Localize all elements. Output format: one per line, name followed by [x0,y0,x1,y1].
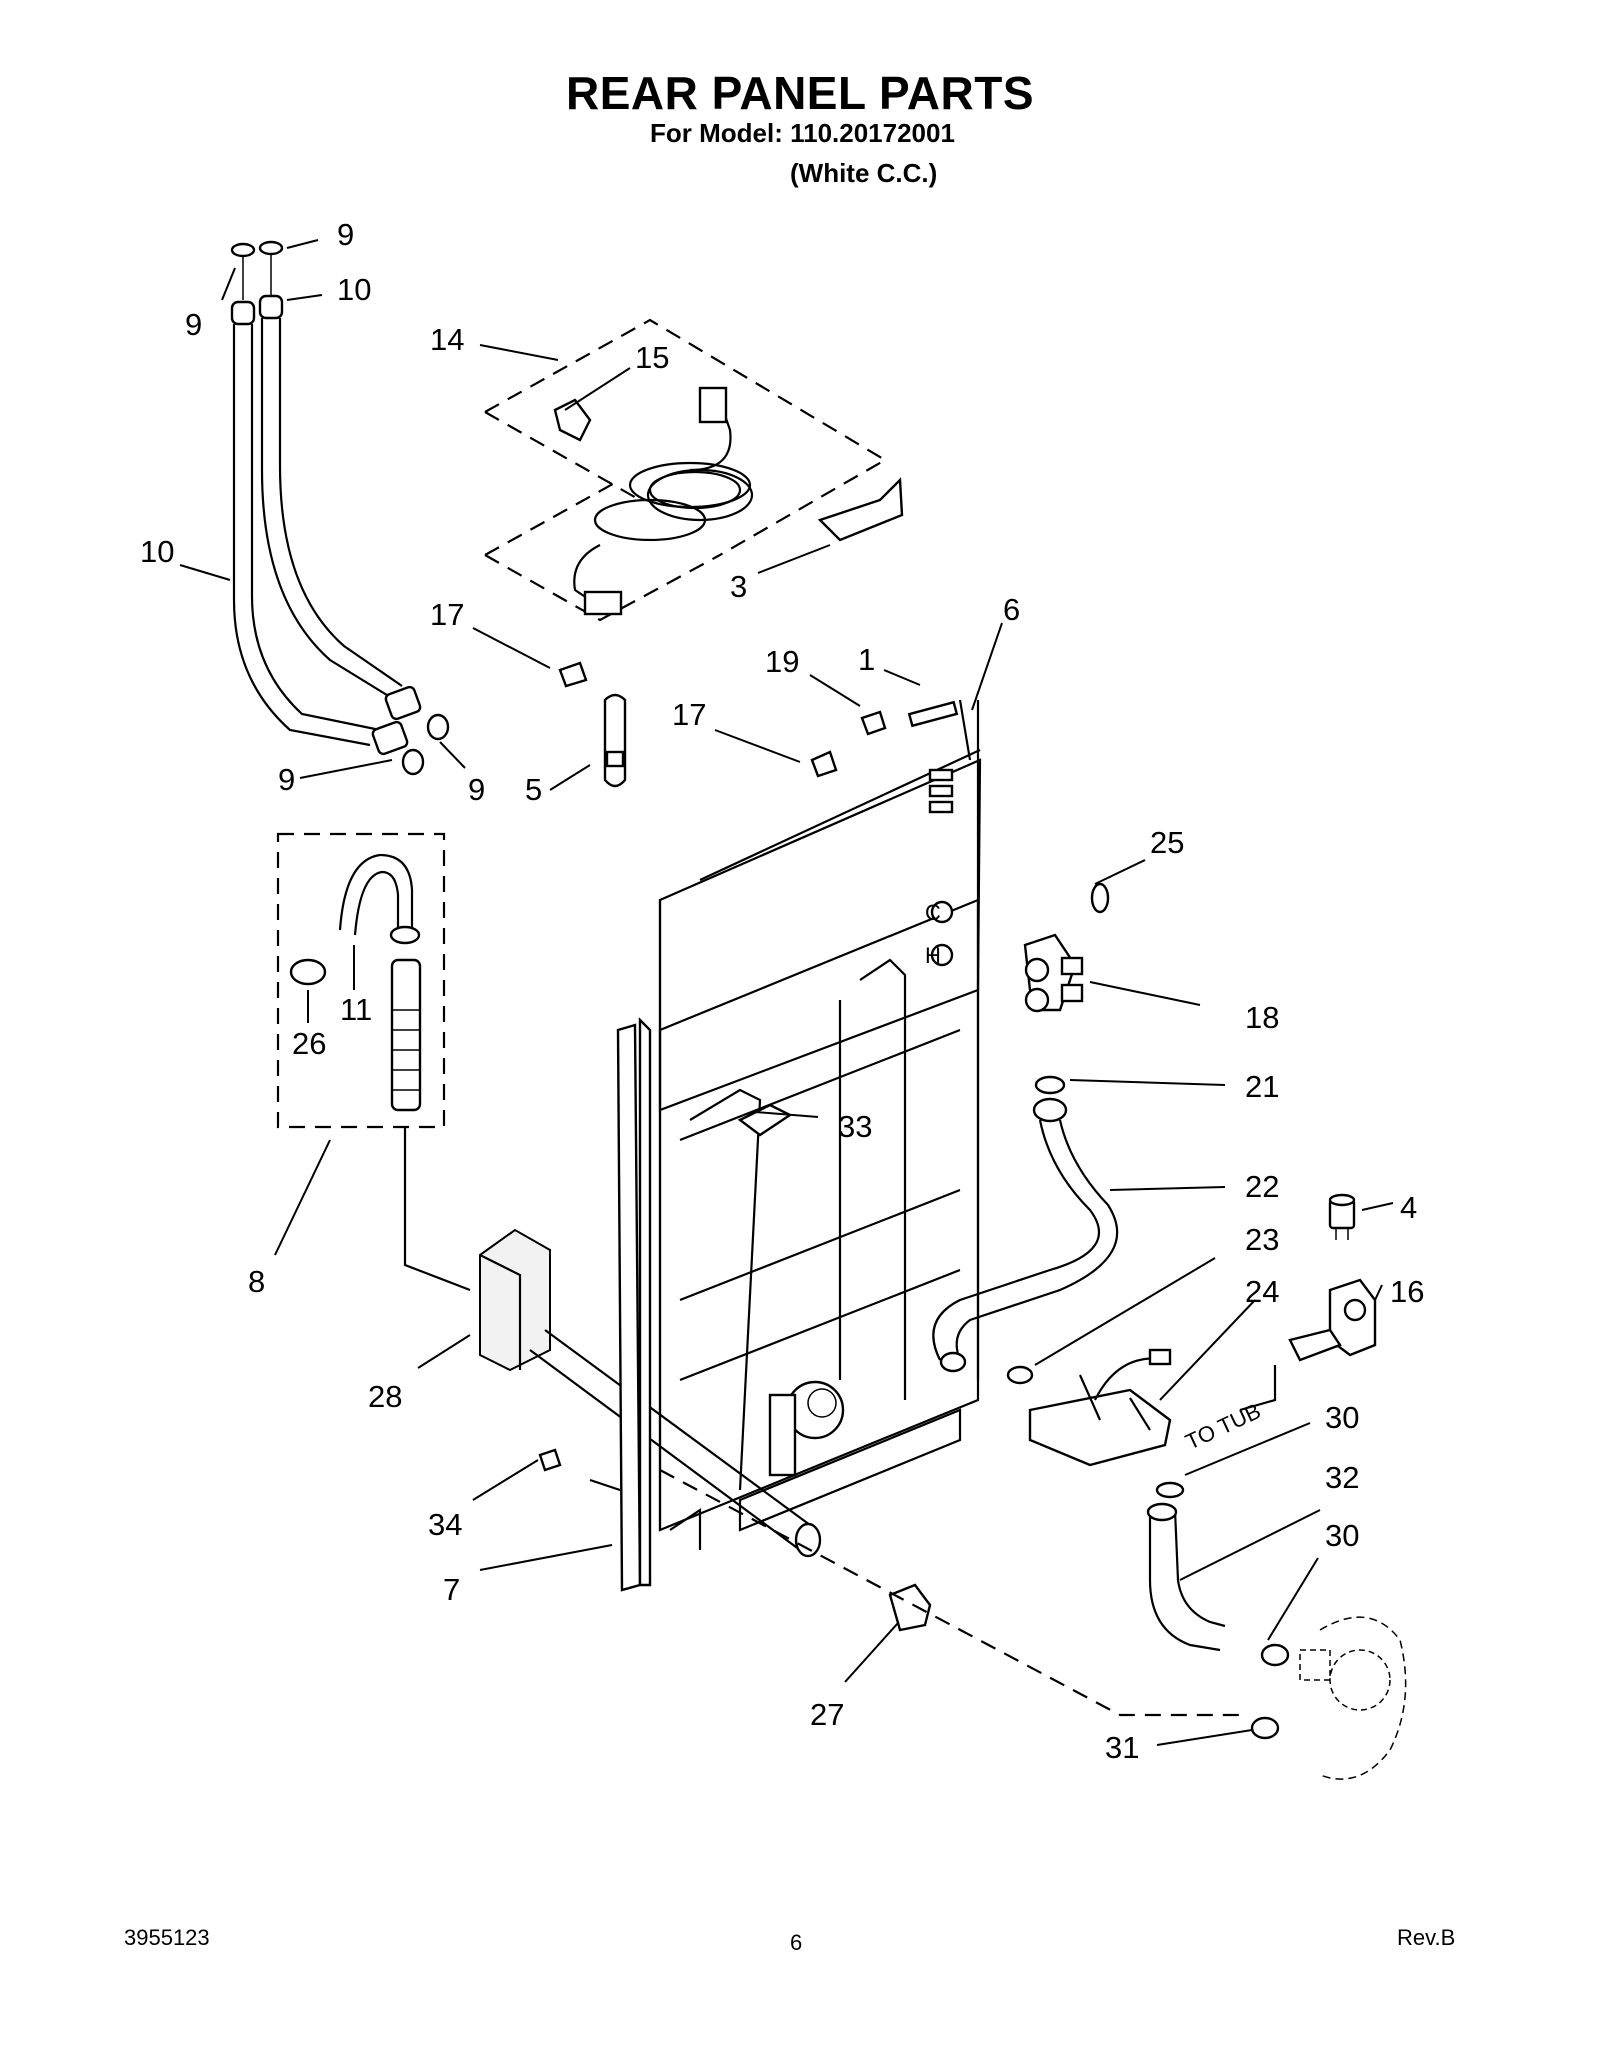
callout-9-b: 9 [185,307,202,342]
lower-left-parts [479,1017,1245,1717]
callout-10-b: 10 [140,534,174,569]
inlet-hoses [230,240,450,776]
water-valve [1023,882,1110,1013]
color-line: (White C.C.) [790,158,938,188]
callout-1: 1 [858,642,875,677]
callout-3: 3 [730,569,747,604]
callout-15: 15 [635,340,669,375]
callout-8: 8 [248,1264,265,1299]
callout-6: 6 [1003,592,1020,627]
small-parts-top [558,661,959,788]
callout-19: 19 [765,644,799,679]
callout-31: 31 [1105,1730,1139,1765]
callout-27: 27 [810,1697,844,1732]
right-side-parts [932,1075,1377,1373]
callout-21: 21 [1245,1069,1279,1104]
revision: Rev.B [1397,1925,1456,1950]
page-number: 6 [790,1930,803,1955]
callout-24: 24 [1245,1274,1279,1309]
callout-4: 4 [1400,1190,1417,1225]
callout-23: 23 [1245,1222,1279,1257]
callout-11: 11 [340,992,372,1027]
callout-34: 34 [428,1507,462,1542]
rear-panel: C H [658,699,982,1550]
hot-mark: H [925,943,941,968]
callout-10-a: 10 [337,272,371,307]
callout-5: 5 [525,772,542,807]
drain-hose-assembly [1146,1481,1407,1780]
callout-30-a: 30 [1325,1400,1359,1435]
pump-assembly: TO TUB [1006,1348,1277,1467]
callout-17-a: 17 [430,597,464,632]
leader-lines [179,239,1394,1746]
page-title: REAR PANEL PARTS [565,67,1035,119]
callout-18: 18 [1245,1000,1279,1035]
model-line: For Model: 110.20172001 [650,118,955,148]
callout-16: 16 [1390,1274,1424,1309]
callout-7: 7 [443,1572,460,1607]
callout-26: 26 [292,1026,326,1061]
power-cord-kit [484,318,904,622]
callout-9-d: 9 [468,772,485,807]
callout-28: 28 [368,1379,402,1414]
callout-32: 32 [1325,1460,1359,1495]
callout-14: 14 [430,322,464,357]
doc-number: 3955123 [124,1925,210,1950]
callout-9-c: 9 [278,762,295,797]
callout-22: 22 [1245,1169,1279,1204]
callout-9-a: 9 [337,217,354,252]
callout-25: 25 [1150,825,1184,860]
callout-33: 33 [838,1109,872,1144]
callout-30-b: 30 [1325,1518,1359,1553]
callout-labels: 9 9 10 10 9 9 14 15 3 17 19 1 6 17 5 25 … [140,217,1424,1765]
callout-17-b: 17 [672,697,706,732]
standpipe-kit [276,832,471,1292]
cold-mark: C [925,900,941,925]
